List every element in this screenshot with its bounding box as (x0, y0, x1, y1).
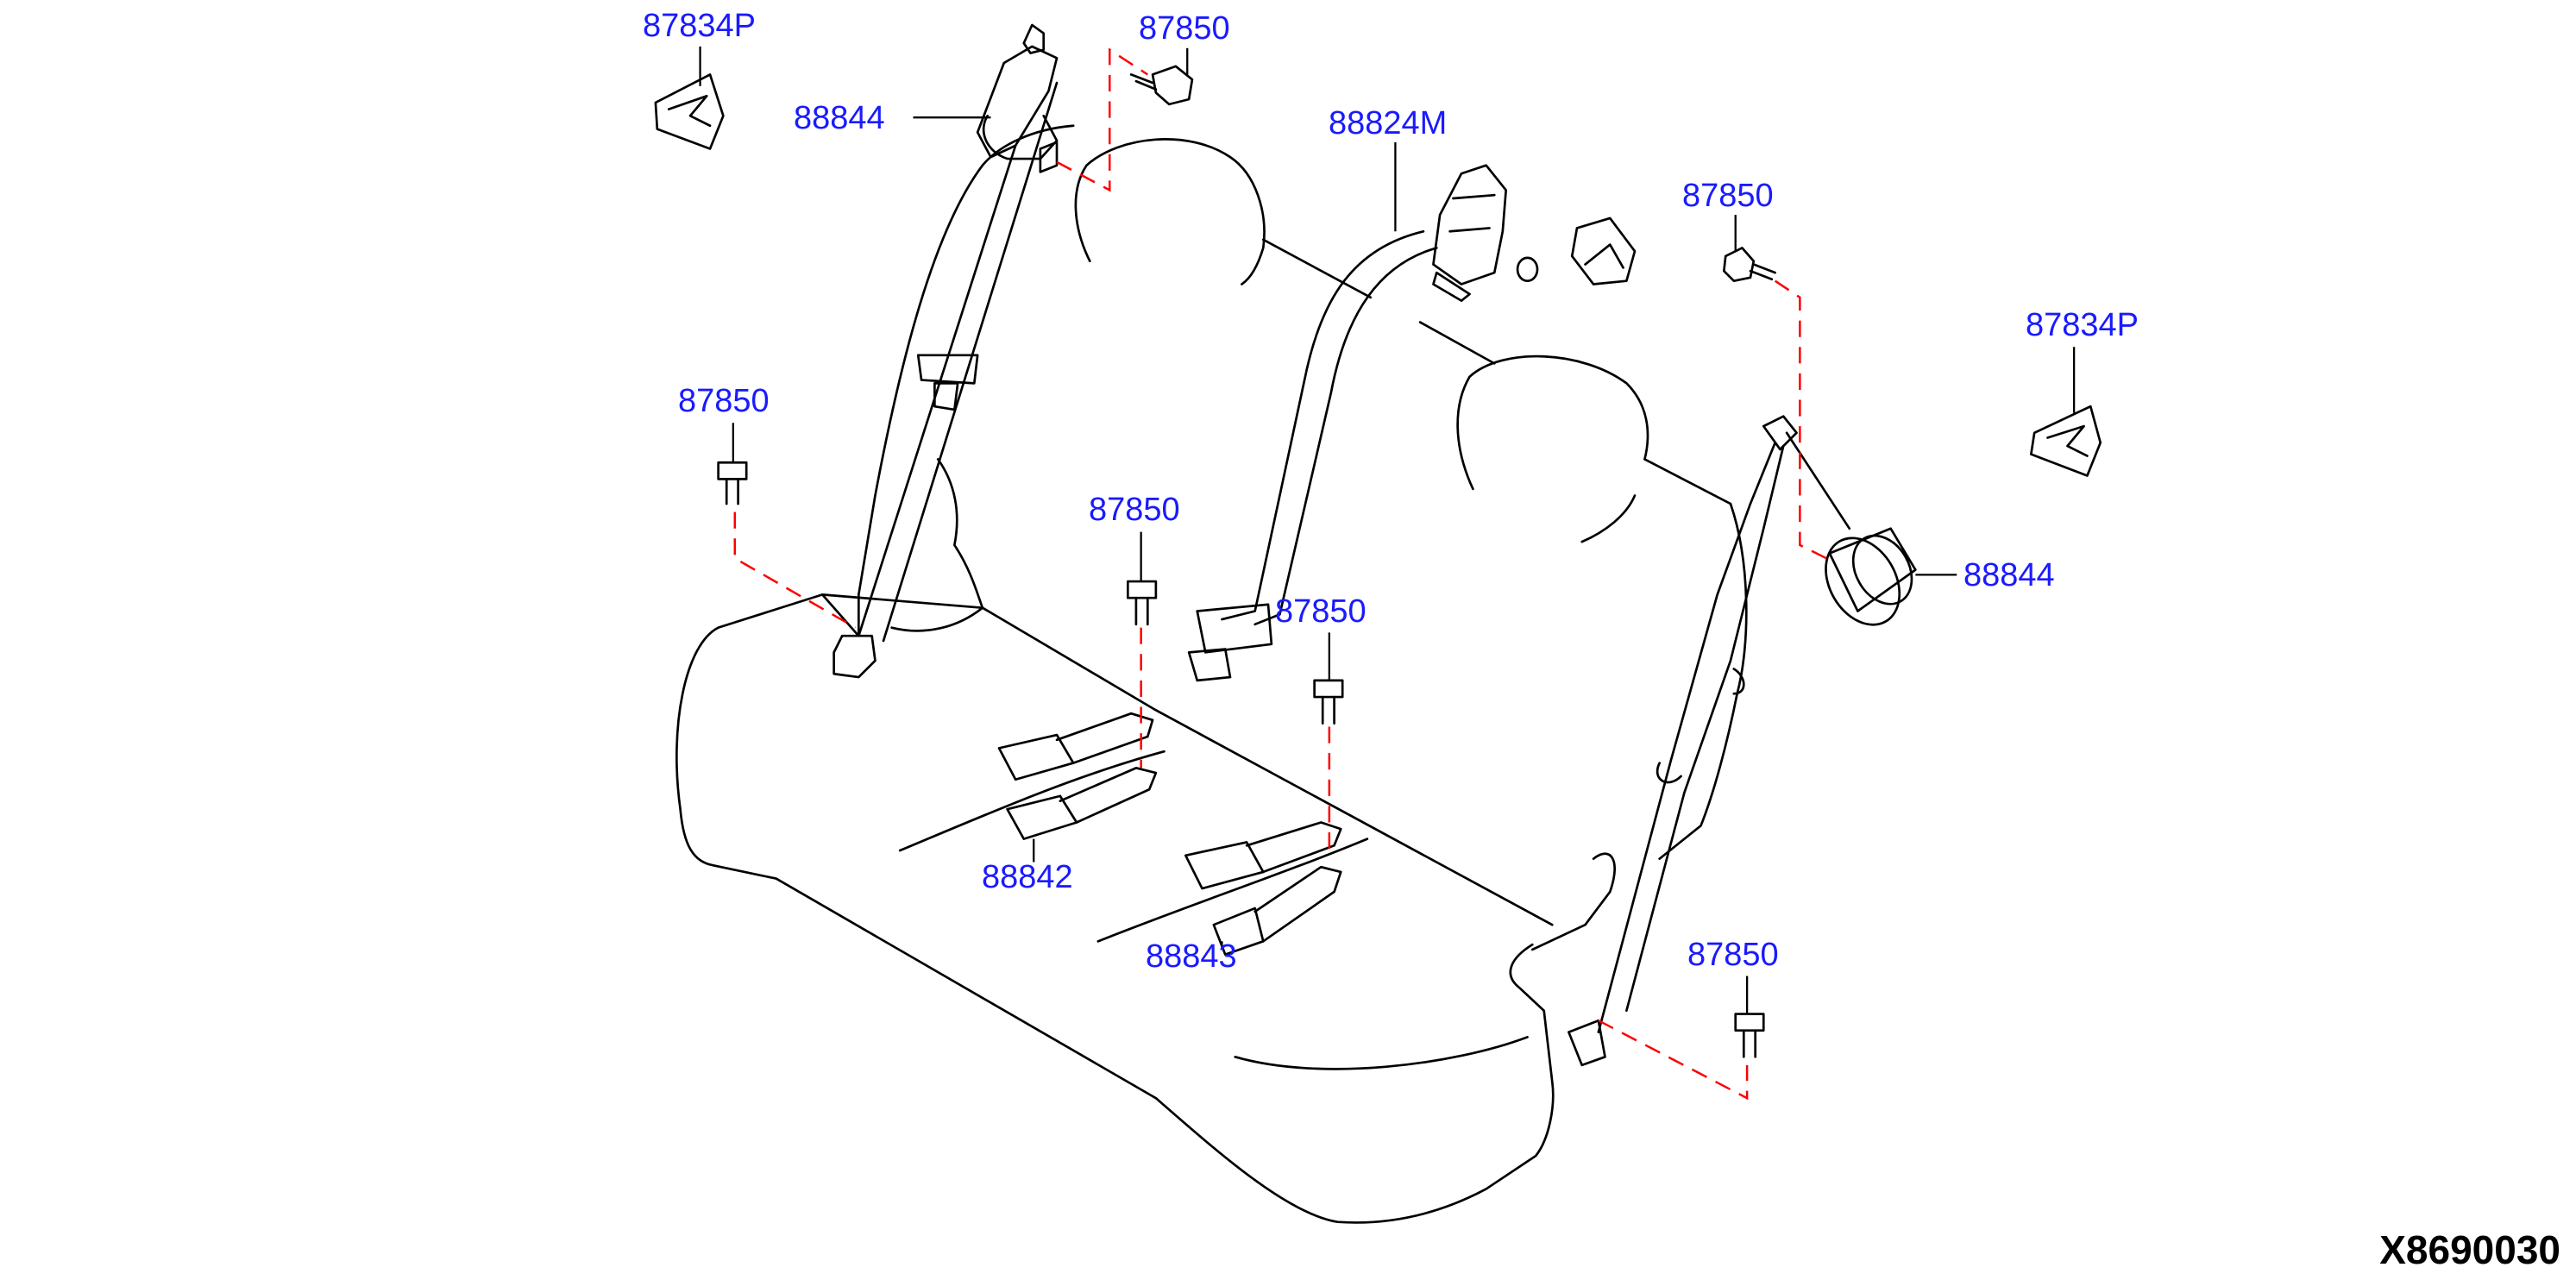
diagram-id: X8690030 (2379, 1227, 2560, 1272)
guide-left-bolt (733, 511, 857, 629)
installation-guides (733, 47, 1834, 1101)
callout-87850-center-left[interactable]: 87850 (1089, 492, 1180, 528)
callout-87850-center-right[interactable]: 87850 (1275, 593, 1367, 630)
bolt-87850-left (717, 461, 748, 505)
seat-cushion-left-crease (898, 750, 1165, 852)
right-shoulder-belt (1568, 415, 1851, 1067)
bolt-87850-right-top (1722, 247, 1777, 283)
callout-87850-right-bottom[interactable]: 87850 (1687, 937, 1779, 973)
bolt-87850-center-right (1313, 679, 1344, 725)
left-headrest (1074, 138, 1266, 285)
callout-88843[interactable]: 88843 (1146, 938, 1237, 975)
center-belt-nut (1516, 256, 1539, 283)
buckle-88843-upper (1184, 821, 1342, 890)
escutcheon-87834p-left (654, 73, 725, 150)
seatback-left-lower (890, 458, 984, 632)
seatback-top-edge-right (1418, 321, 1496, 365)
right-retractor-88844 (1825, 527, 1917, 626)
bolt-87850-right-bottom (1734, 1013, 1765, 1058)
escutcheon-87834p-right (2030, 405, 2102, 477)
callout-88824m[interactable]: 88824M (1329, 105, 1448, 141)
guide-top-bolt (1056, 47, 1148, 192)
center-belt-anchor-bracket (1570, 216, 1637, 285)
seat-cushion-outline (675, 626, 1555, 1224)
right-headrest (1456, 355, 1649, 543)
center-belt-88824m (1187, 164, 1508, 682)
guide-right-top-bolt (1774, 279, 1834, 563)
leader-lines (699, 46, 2076, 1014)
seatback-top-edge-far-right (1643, 458, 1732, 505)
bolt-87850-center-left (1126, 580, 1158, 626)
callout-88844-right[interactable]: 88844 (1963, 557, 2055, 593)
guide-right-bottom-bolt (1598, 1020, 1749, 1101)
callout-88842[interactable]: 88842 (982, 859, 1073, 895)
buckle-88842-lower (1006, 767, 1158, 840)
callout-87850-top[interactable]: 87850 (1139, 10, 1230, 47)
seat-cushion-front-seam (1234, 1036, 1529, 1070)
callout-87850-right-top[interactable]: 87850 (1682, 178, 1774, 214)
bolt-87850-top (1129, 65, 1194, 106)
callout-87834p-left[interactable]: 87834P (643, 8, 757, 44)
callout-87834p-right[interactable]: 87834P (2026, 307, 2139, 343)
seatback-right-bolster (1732, 668, 1745, 695)
left-shoulder-belt (832, 23, 1059, 679)
buckle-88842-upper (997, 712, 1154, 781)
seatback-top-edge-left (1261, 238, 1373, 299)
callout-87850-left[interactable]: 87850 (678, 383, 770, 419)
seat-cushion-mid-crease (1096, 838, 1369, 943)
callout-88844-left[interactable]: 88844 (794, 100, 885, 136)
